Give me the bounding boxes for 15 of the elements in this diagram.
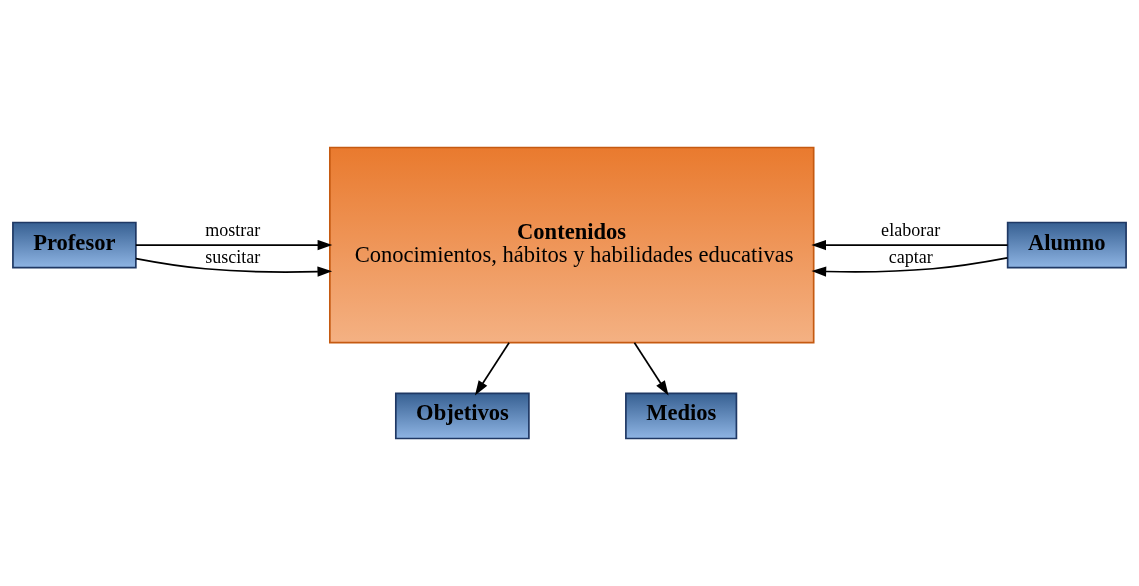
arrow: [811, 257, 1009, 277]
edge-label: suscitar: [205, 246, 261, 267]
arrow: [811, 239, 1009, 251]
edge-label: mostrar: [205, 219, 261, 240]
arrow: [633, 341, 669, 396]
node-box: Contenidos Conocimientos, hábitos y habilidades educativas: [329, 146, 815, 344]
arrow: [135, 239, 333, 251]
node-box: Medios: [625, 392, 738, 440]
node-box: Profesor: [12, 221, 137, 269]
arrow: [474, 341, 510, 396]
arrow: [135, 257, 333, 277]
edge-label: captar: [888, 246, 933, 267]
edge-label: elaborar: [881, 219, 941, 240]
node-box: Objetivos: [394, 392, 530, 440]
node-box: Alumno: [1006, 221, 1127, 269]
